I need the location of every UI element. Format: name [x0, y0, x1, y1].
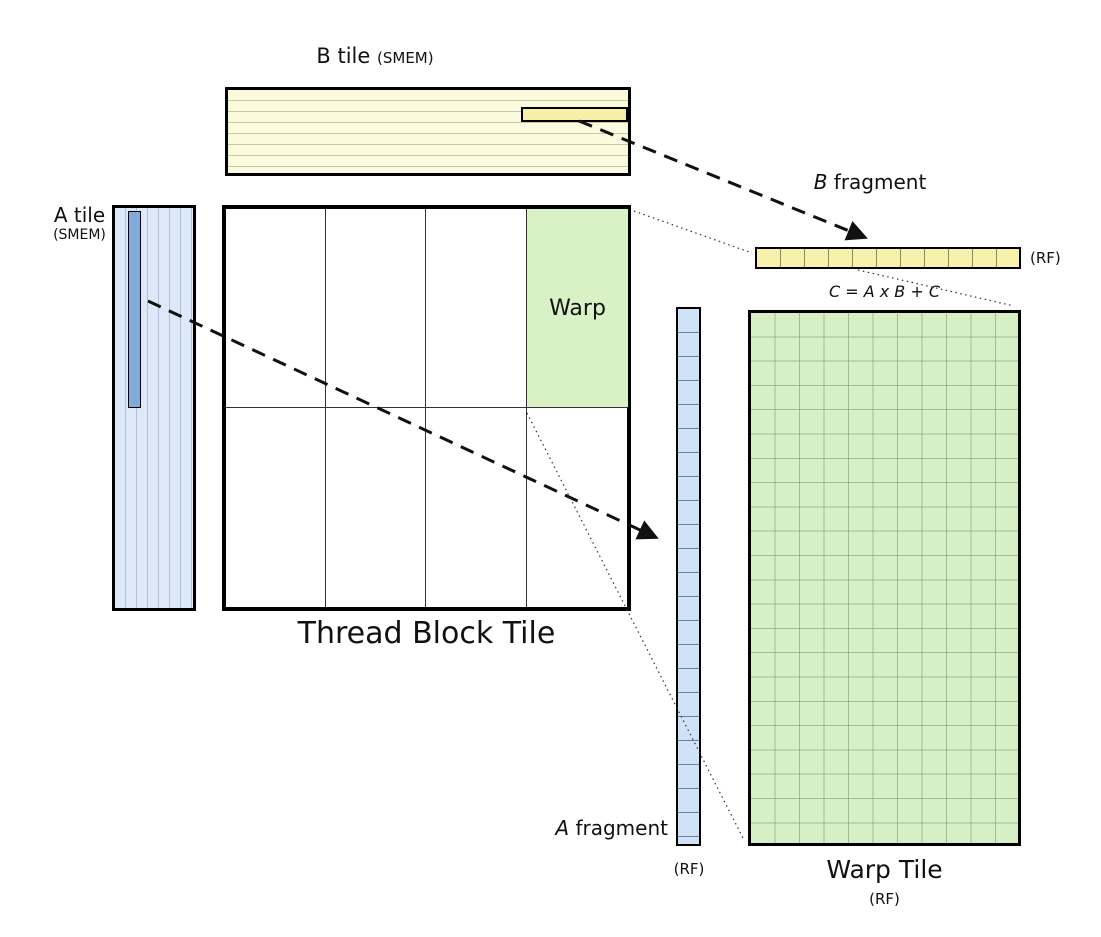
grid-line-vertical — [325, 209, 326, 607]
warp-cell-label: Warp — [549, 295, 606, 321]
a-tile-title: A tile — [53, 203, 106, 227]
a-tile-smem — [112, 205, 196, 611]
warp-tile-rf — [748, 310, 1021, 846]
b-tile-mem-label: (SMEM) — [377, 49, 434, 67]
b-tile-title: B tile — [316, 44, 371, 68]
a-tile-mem-label: (SMEM) — [53, 227, 106, 243]
warp-tile-equation: C = A x B + C — [828, 282, 941, 301]
b-fragment-letter: B — [813, 170, 828, 194]
a-fragment-letter: A — [555, 816, 570, 840]
warp-tile-mem-label: (RF) — [869, 890, 900, 908]
b-fragment-label: B fragment — [770, 170, 970, 194]
b-fragment-word: fragment — [827, 170, 927, 194]
warp-cell-to-b-fragment-connector — [633, 210, 753, 254]
a-fragment-label: A fragment — [528, 816, 668, 840]
a-tile-label: A tile (SMEM) — [32, 203, 127, 244]
warp-cell: Warp — [526, 209, 628, 408]
thread-block-tile-label: Thread Block Tile — [297, 616, 556, 651]
a-fragment-rf — [676, 307, 701, 846]
b-tile-label: B tile (SMEM) — [235, 44, 515, 68]
b-tile-smem — [225, 87, 631, 176]
a-fragment-mem-label: (RF) — [673, 860, 705, 878]
b-fragment-rf — [755, 247, 1021, 269]
b-fragment-mem-label: (RF) — [1030, 249, 1061, 267]
warp-tile-label: Warp Tile — [826, 855, 943, 884]
a-tile-slice — [128, 211, 141, 408]
a-fragment-word: fragment — [569, 816, 668, 840]
grid-line-vertical — [425, 209, 426, 607]
thread-block-tile: Warp — [222, 205, 631, 611]
b-tile-slice — [521, 107, 628, 122]
